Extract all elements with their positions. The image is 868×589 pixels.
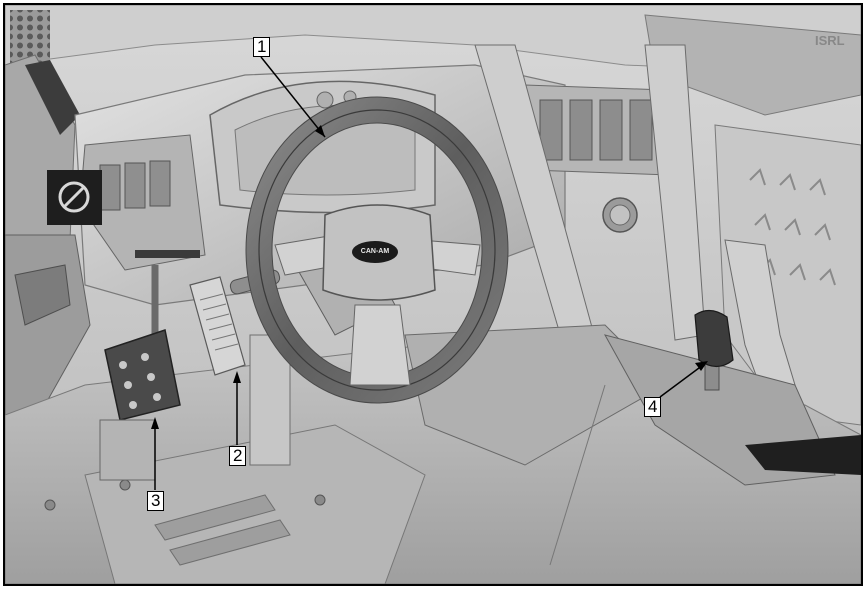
- center-tunnel: [404, 324, 666, 466]
- left-linkage: [14, 264, 71, 326]
- callout-1-label: 1: [257, 37, 267, 56]
- vent-slot-1: [539, 99, 563, 161]
- callout-1-leader: [260, 56, 326, 138]
- floor-ribs: [154, 494, 291, 566]
- cable: [549, 384, 606, 566]
- callout-4-label: 4: [648, 397, 658, 416]
- prohibition-icon: [47, 170, 102, 225]
- brand-logo-text: CAN-AM: [360, 248, 390, 255]
- callout-1: 1: [253, 37, 271, 57]
- left-pillar-shadow: [25, 60, 80, 135]
- callout-2: 2: [229, 446, 247, 466]
- callout-4: 4: [644, 397, 662, 417]
- console-dark-recess: [745, 435, 861, 475]
- cluster-knob: [316, 91, 334, 109]
- floor-bolt-2: [119, 479, 131, 491]
- switch-1: [99, 164, 121, 211]
- stamp-text: ISRL: [815, 33, 845, 48]
- gear-shifter: [694, 309, 734, 391]
- steering-wheel: [245, 96, 509, 404]
- switch-3: [149, 160, 171, 207]
- right-panel-pattern: [749, 168, 836, 286]
- callout-2-arrowhead: [233, 371, 241, 383]
- speaker-grille: [10, 10, 50, 65]
- callout-3: 3: [147, 491, 165, 511]
- console-round-button-inner: [609, 204, 631, 226]
- floor-bolt-3: [314, 494, 326, 506]
- vehicle-cockpit-illustration: ISRL: [5, 5, 861, 584]
- vent-slot-2: [569, 99, 593, 161]
- callout-4-arrowhead: [695, 361, 708, 371]
- callout-4-leader: [659, 364, 704, 398]
- vent-slot-4: [629, 99, 653, 161]
- floor-bolt-1: [44, 499, 56, 511]
- switch-2: [124, 162, 146, 209]
- panel-nameplate: [135, 250, 200, 258]
- callout-1-arrowhead: [315, 125, 325, 137]
- callout-3-label: 3: [151, 491, 161, 510]
- callout-2-label: 2: [233, 446, 243, 465]
- callout-3-arrowhead: [151, 417, 159, 429]
- brand-logo-badge: CAN-AM: [352, 241, 398, 263]
- brake-pedal: [99, 265, 181, 481]
- vent-slot-3: [599, 99, 623, 161]
- figure-frame: ISRL: [3, 3, 863, 586]
